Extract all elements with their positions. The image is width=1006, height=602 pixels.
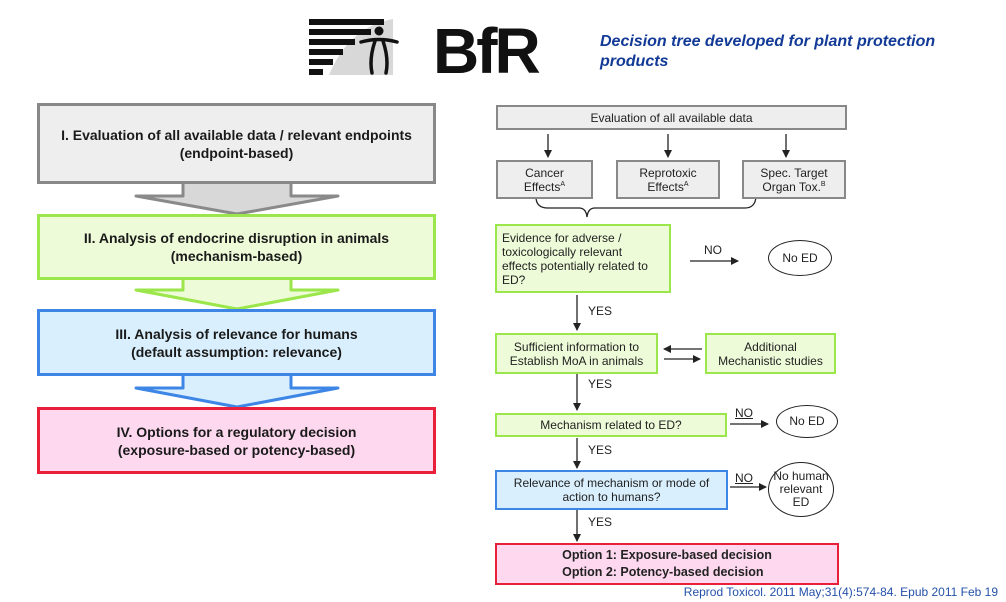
no-ed-outcome-2: No ED xyxy=(776,405,838,438)
step-1-subtitle: (endpoint-based) xyxy=(179,144,294,161)
relevance-line1: Relevance of mechanism or mode of xyxy=(513,476,710,490)
no-human-line1: No human xyxy=(773,469,829,483)
yes-label-evidence: YES xyxy=(588,304,613,318)
evaluation-label: Evaluation of all available data xyxy=(590,110,753,125)
arrow-step1-to-step2 xyxy=(134,182,340,216)
cancer-footnote: A xyxy=(560,180,566,188)
step-3-title: III. Analysis of relevance for humans xyxy=(115,325,358,342)
additional-line2: Mechanistic studies xyxy=(718,353,823,368)
cancer-line1: Cancer xyxy=(525,165,564,180)
step-4-subtitle: (exposure-based or potency-based) xyxy=(117,441,356,458)
yes-label-sufficient: YES xyxy=(588,377,613,391)
no-ed-label-2: No ED xyxy=(789,414,825,428)
yes-label-relevance: YES xyxy=(588,515,613,529)
arrow-step3-to-step4 xyxy=(134,374,340,409)
citation-link[interactable]: Reprod Toxicol. 2011 May;31(4):574-84. E… xyxy=(683,585,998,599)
evaluation-all-data-box: Evaluation of all available data xyxy=(496,105,847,130)
sufficient-line2: Establish MoA in animals xyxy=(509,353,644,368)
step-2-analysis-animals: II. Analysis of endocrine disruption in … xyxy=(37,214,436,280)
bfr-logo: BfR xyxy=(309,17,543,75)
left-flow-arrows xyxy=(134,182,340,409)
arrow-step2-to-step3 xyxy=(134,278,340,311)
target-organ-line1: Spec. Target xyxy=(760,165,828,180)
human-figure-icon xyxy=(359,26,399,75)
no-label-relevance: NO xyxy=(735,471,753,485)
mechanism-label: Mechanism related to ED? xyxy=(540,418,682,432)
step-2-subtitle: (mechanism-based) xyxy=(170,248,303,264)
page-subtitle: Decision tree developed for plant protec… xyxy=(600,33,936,70)
cancer-line2: Effects xyxy=(523,179,561,194)
step-2-title: II. Analysis of endocrine disruption in … xyxy=(83,230,390,246)
sufficient-line1: Sufficient information to xyxy=(513,339,640,354)
brace-effects xyxy=(535,196,757,218)
reprotoxic-line1: Reprotoxic xyxy=(639,165,697,180)
step-1-title: I. Evaluation of all available data / re… xyxy=(61,126,412,143)
step-1-evaluation: I. Evaluation of all available data / re… xyxy=(37,103,436,184)
no-human-line2: relevant xyxy=(779,482,823,496)
evidence-line3: effects potentially related to xyxy=(502,258,648,273)
step-3-relevance-humans: III. Analysis of relevance for humans(de… xyxy=(37,309,436,376)
option-1-label: Option 1: Exposure-based decision xyxy=(562,548,772,562)
relevance-line2: action to humans? xyxy=(562,490,661,504)
no-ed-label-1: No ED xyxy=(782,250,818,265)
target-organ-footnote: B xyxy=(820,180,826,188)
yes-label-mechanism: YES xyxy=(588,443,613,457)
logo-text: BfR xyxy=(433,17,540,75)
right-flow-connectors xyxy=(535,134,790,542)
reprotoxic-line2: Effects xyxy=(647,179,684,194)
no-label-evidence: NO xyxy=(704,243,722,257)
evidence-line2: toxicologically relevant xyxy=(502,244,623,259)
mechanism-related-box: Mechanism related to ED? xyxy=(495,413,727,437)
no-human-line3: ED xyxy=(792,495,810,509)
option-2-label: Option 2: Potency-based decision xyxy=(562,565,764,579)
evidence-line1: Evidence for adverse / xyxy=(502,230,622,245)
step-4-title: IV. Options for a regulatory decision xyxy=(116,423,357,440)
step-4-regulatory-options: IV. Options for a regulatory decision(ex… xyxy=(37,407,436,474)
evidence-line4: ED? xyxy=(502,272,526,287)
evidence-question-box: Evidence for adverse / toxicologically r… xyxy=(495,224,671,293)
target-organ-line2: Organ Tox. xyxy=(762,179,821,194)
no-ed-outcome-1: No ED xyxy=(768,240,832,276)
no-label-mechanism: NO xyxy=(735,406,753,420)
reprotoxic-footnote: A xyxy=(683,180,689,188)
additional-line1: Additional xyxy=(744,339,797,354)
step-3-subtitle: (default assumption: relevance) xyxy=(131,343,342,360)
